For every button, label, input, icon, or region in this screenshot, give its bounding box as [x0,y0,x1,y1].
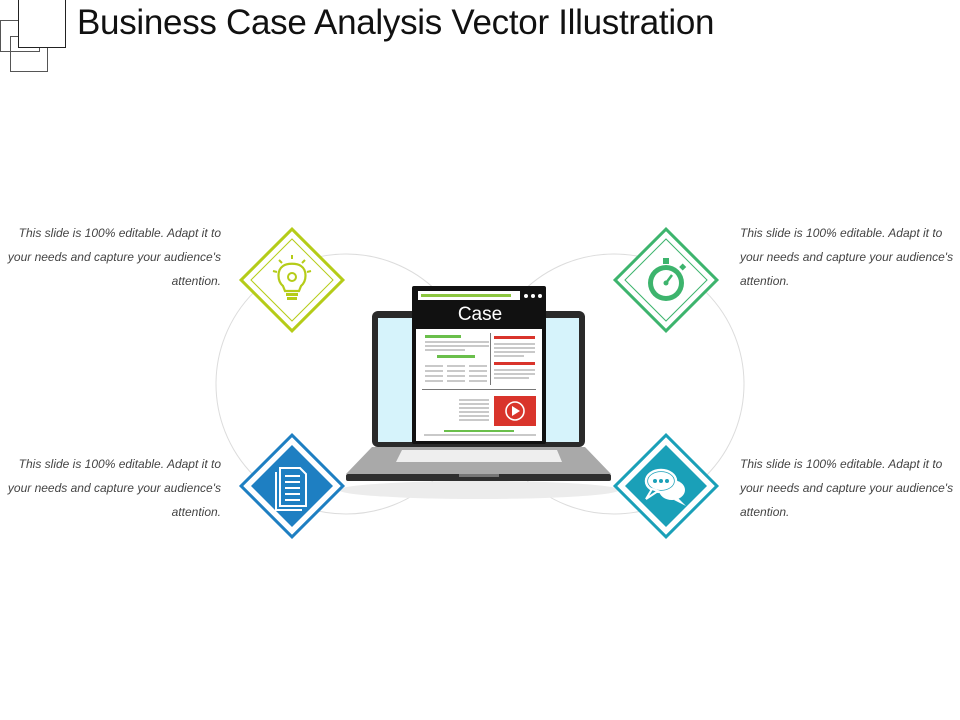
doc-line [494,355,524,357]
laptop-front-edge [346,474,611,481]
doc-line [425,345,489,347]
doc-line [425,375,443,377]
description-bottom-right: This slide is 100% editable. Adapt it to… [740,457,954,519]
doc-line [494,369,535,371]
doc-line [425,370,443,372]
doc-line [469,380,487,382]
chat-bubbles-icon [644,468,686,506]
lightbulb-gear-icon [272,255,312,300]
stopwatch-icon [648,258,687,301]
description-bottom-left: This slide is 100% editable. Adapt it to… [7,457,221,519]
doc-line [447,370,465,372]
laptop-notch [459,474,499,477]
corner-square-front [18,0,66,48]
doc-line [459,407,489,409]
doc-line [494,347,535,349]
laptop-keyboard [396,450,562,462]
browser-dot [524,294,528,298]
document-icon [275,467,307,511]
diamond-bottom-left [238,432,346,540]
page-title: Business Case Analysis Vector Illustrati… [77,3,715,42]
doc-line [494,377,529,379]
doc-line [425,341,489,343]
doc-line [459,403,489,405]
doc-divider [490,333,491,385]
laptop-shadow [339,481,619,499]
doc-line [425,380,443,382]
doc-separator [422,389,536,390]
doc-line [469,375,487,377]
doc-line [459,399,489,401]
doc-green-line [437,355,475,358]
doc-line [424,434,536,436]
doc-line [425,365,443,367]
doc-line [425,349,465,351]
play-icon-triangle [512,406,520,416]
doc-line [447,380,465,382]
doc-line [447,375,465,377]
doc-line [459,411,489,413]
doc-line [469,370,487,372]
doc-red-line [494,362,535,365]
doc-line [494,373,535,375]
doc-line [447,365,465,367]
description-top-left: This slide is 100% editable. Adapt it to… [7,226,221,288]
doc-line [494,351,535,353]
doc-line [459,419,489,421]
address-bar-fill [421,294,511,297]
doc-line [494,343,535,345]
doc-line [459,415,489,417]
doc-green-line [425,335,461,338]
play-icon [505,401,525,421]
case-label: Case [457,304,503,325]
browser-dot [538,294,542,298]
browser-dot [531,294,535,298]
doc-line [469,365,487,367]
description-top-right: This slide is 100% editable. Adapt it to… [740,226,954,288]
doc-red-line [494,336,535,339]
doc-green-line [444,430,514,432]
